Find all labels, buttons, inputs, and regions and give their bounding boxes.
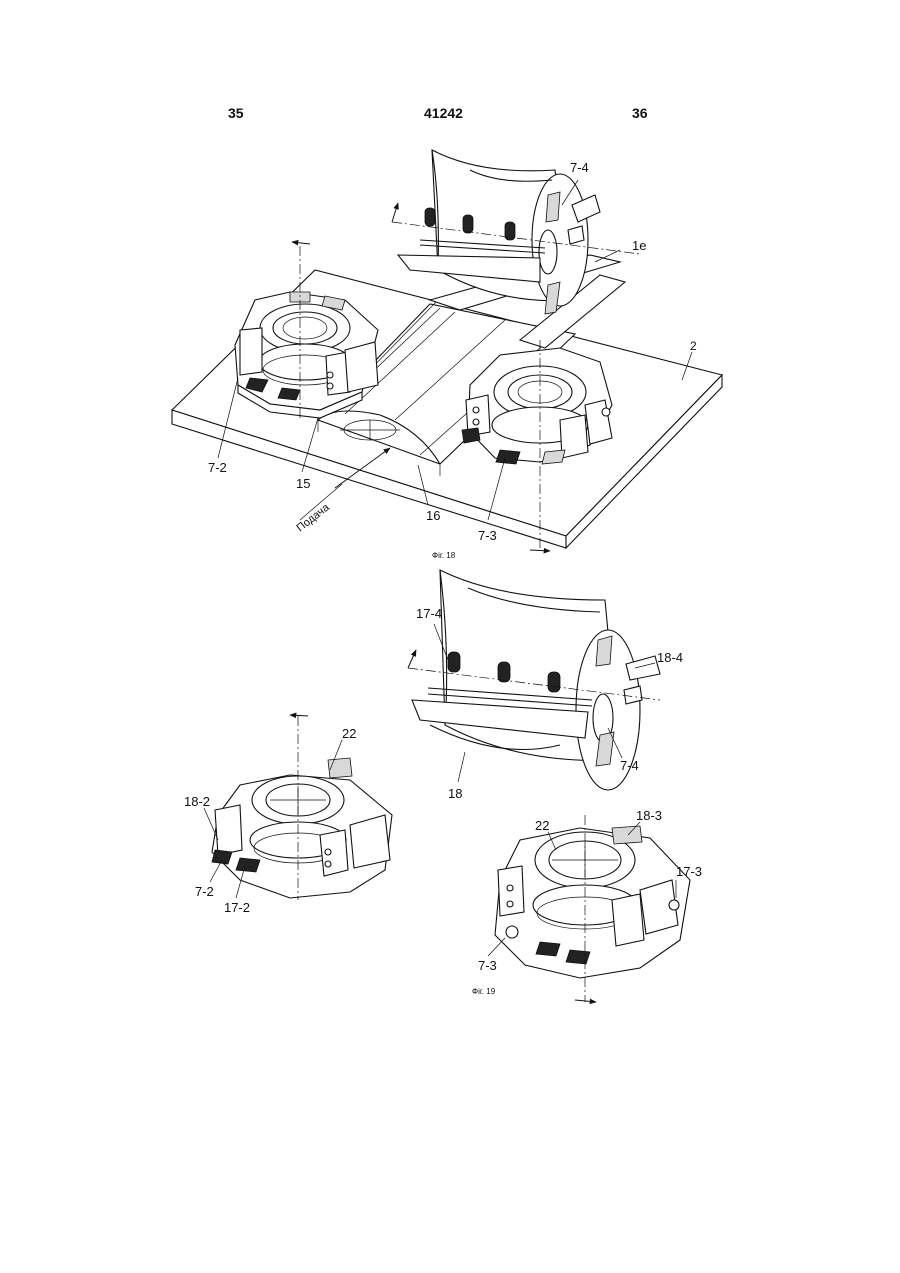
label-18-3: 18-3 [636,808,662,823]
label-1e: 1e [632,238,646,253]
figure-18-caption: Фіг. 18 [432,551,456,560]
label-7-2-fig19: 7-2 [195,884,214,899]
label-7-4: 7-4 [570,160,589,175]
label-17-2: 17-2 [224,900,250,915]
label-18-2: 18-2 [184,794,210,809]
figure-19-drawing [204,570,690,1002]
label-feed: Подача [294,501,332,534]
label-7-3: 7-3 [478,528,497,543]
top-cutter-19 [412,570,660,790]
label-7-2: 7-2 [208,460,227,475]
label-17-3: 17-3 [676,864,702,879]
label-7-4-fig19: 7-4 [620,758,639,773]
left-cutter [235,292,378,418]
right-cutter-19 [495,826,690,978]
label-7-3-fig19: 7-3 [478,958,497,973]
figure-18-drawing [172,150,722,551]
label-18: 18 [448,786,462,801]
label-22-left: 22 [342,726,356,741]
label-18-4: 18-4 [657,650,683,665]
label-16: 16 [426,508,440,523]
label-22-right: 22 [535,818,549,833]
label-2: 2 [690,339,697,353]
figure-19-caption: Фіг. 19 [472,987,496,996]
label-17-4: 17-4 [416,606,442,621]
label-15: 15 [296,476,310,491]
left-cutter-19 [212,758,392,898]
